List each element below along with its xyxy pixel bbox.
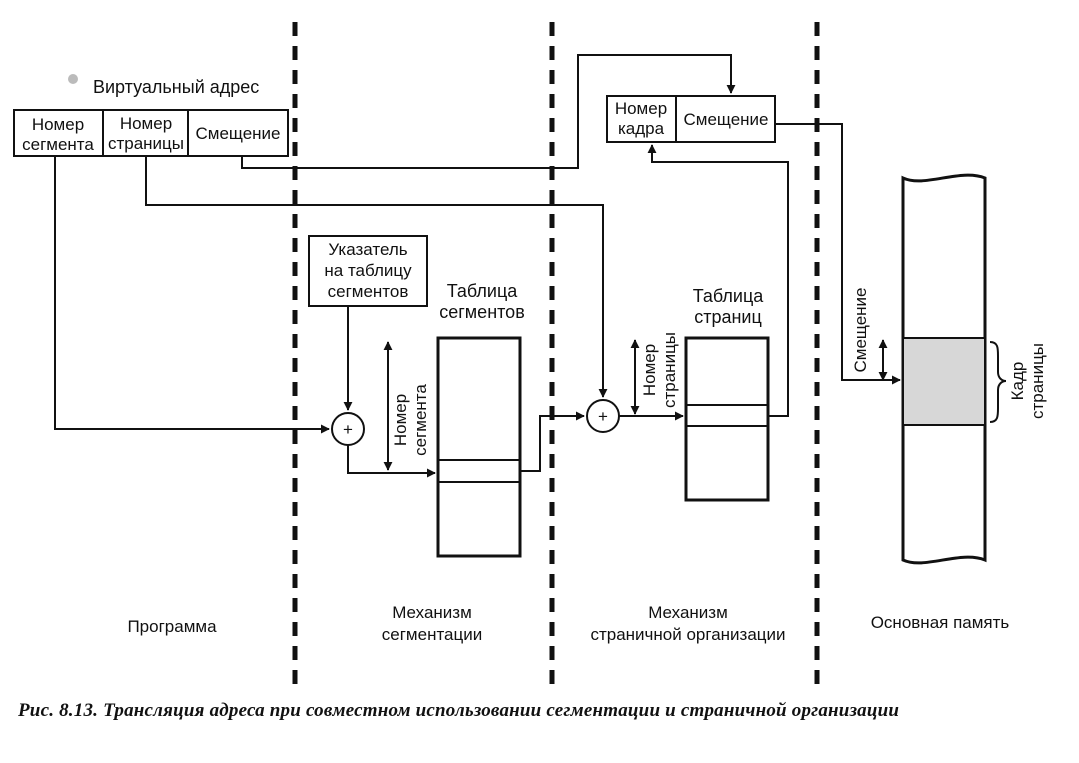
virtual-address-title: Виртуальный адрес — [93, 77, 259, 97]
page-table-title-line1: Таблица — [693, 286, 765, 306]
va-segment-number-line1: Номер — [32, 115, 84, 134]
page-frame — [902, 337, 986, 426]
memory-strip — [901, 173, 987, 565]
region-main-memory: Основная память — [871, 613, 1010, 632]
segment-number-label-line2: сегмента — [411, 384, 430, 456]
va-page-number-line1: Номер — [120, 114, 172, 133]
page-table-box — [684, 336, 770, 502]
pointer-line2: на таблицу — [324, 261, 412, 280]
segment-table-entry — [437, 459, 521, 483]
pa-frame-number-line1: Номер — [615, 99, 667, 118]
pointer-line1: Указатель — [328, 240, 407, 259]
region-segmentation-line1: Механизм — [392, 603, 472, 622]
plus-icon: + — [343, 420, 353, 439]
va-page-number-line2: страницы — [108, 134, 184, 153]
physical-offset-to-memory-line — [775, 123, 901, 385]
segment-table-title-line1: Таблица — [447, 281, 519, 301]
offset-to-physical-address-line — [241, 54, 736, 169]
figure-caption: Рис. 8.13. Трансляция адреса при совмест… — [18, 697, 1068, 725]
va-field-box — [13, 109, 289, 157]
scan-speck-icon — [68, 74, 78, 84]
segment-entry-to-paging-adder-line — [520, 411, 585, 472]
segment-table-title-line2: сегментов — [439, 302, 525, 322]
region-labels: Программа Механизм сегментации Механизм … — [127, 603, 1009, 644]
main-memory: Смещение Кадр страницы — [851, 173, 1047, 565]
connections — [54, 54, 901, 478]
va-segment-number-line2: сегмента — [22, 135, 94, 154]
va-offset: Смещение — [195, 124, 280, 143]
segment-number-label-line1: Номер — [391, 394, 410, 446]
region-paging-line1: Механизм — [648, 603, 728, 622]
page-frame-label-line2: страницы — [1028, 343, 1047, 419]
pa-frame-number-line2: кадра — [618, 119, 665, 138]
figure-caption-text: Трансляция адреса при совместном использ… — [103, 700, 900, 721]
region-program: Программа — [127, 617, 217, 636]
plus-icon: + — [598, 407, 608, 426]
segment-table: Таблица сегментов Номер сегмента — [383, 281, 525, 558]
page-table-entry — [685, 404, 769, 427]
page-entry-to-frame-number-line — [647, 144, 789, 417]
adder-to-segment-table-line — [347, 445, 436, 478]
segmentation-adder: + — [331, 412, 365, 446]
page-table-title-line2: страниц — [694, 307, 762, 327]
segment-number-line — [54, 156, 330, 434]
page-table: Таблица страниц Номер страницы — [630, 286, 770, 502]
region-paging-line2: страничной организации — [590, 625, 785, 644]
page-frame-brace — [989, 341, 1007, 423]
page-frame-label-line1: Кадр — [1008, 362, 1027, 401]
region-segmentation-line2: сегментации — [382, 625, 482, 644]
pointer-line3: сегментов — [328, 282, 409, 301]
physical-address: Номер кадра Смещение — [606, 95, 776, 143]
pa-field-box — [606, 95, 776, 143]
region-separators — [292, 22, 820, 690]
page-number-label-line1: Номер — [640, 344, 659, 396]
segment-table-box — [436, 336, 522, 558]
paging-adder: + — [586, 399, 620, 433]
page-number-label-line2: страницы — [660, 332, 679, 408]
virtual-address: Виртуальный адрес Номер сегмента Номер с… — [13, 74, 289, 157]
figure-number: Рис. 8.13. — [18, 700, 99, 721]
memory-offset-label: Смещение — [851, 287, 870, 372]
segment-table-pointer: Указатель на таблицу сегментов — [308, 235, 428, 307]
pa-offset: Смещение — [683, 110, 768, 129]
page-number-line — [145, 156, 608, 398]
